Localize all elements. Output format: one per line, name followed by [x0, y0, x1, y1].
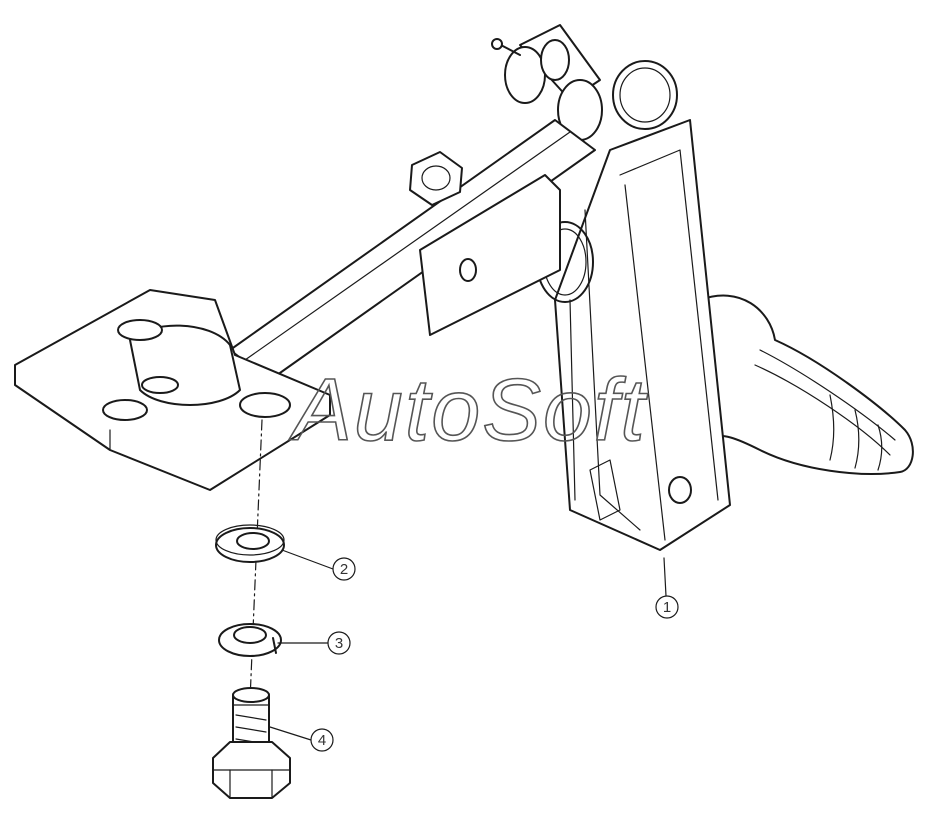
callout-4: 4 [269, 726, 334, 752]
bracket-assembly [14, 119, 596, 491]
watermark-text: AutoSoft [288, 360, 648, 459]
flat-washer [215, 524, 285, 563]
callout-2: 2 [281, 549, 356, 581]
callout-3: 3 [277, 631, 351, 655]
callout-1: 1 [655, 557, 679, 619]
callout-2-label: 2 [340, 561, 348, 578]
lever-assembly [491, 24, 914, 551]
callout-1-label: 1 [663, 599, 671, 616]
callout-4-label: 4 [318, 732, 326, 749]
spring-washer [218, 623, 282, 657]
callout-3-label: 3 [335, 635, 343, 652]
hex-bolt [212, 687, 291, 799]
